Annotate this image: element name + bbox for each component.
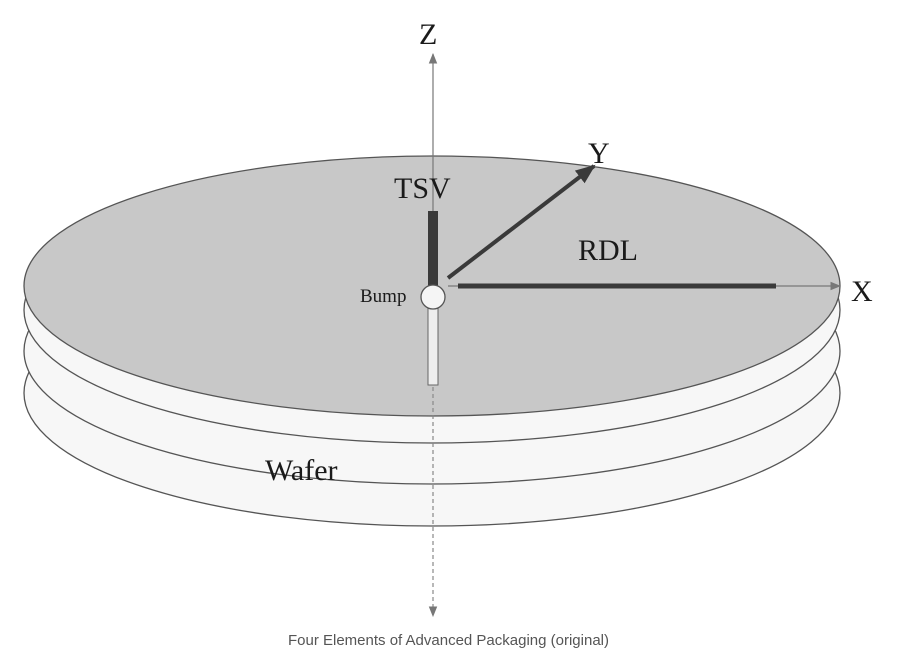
bump-label: Bump bbox=[360, 286, 406, 307]
tsv-via bbox=[428, 211, 438, 287]
tsv-label: TSV bbox=[394, 172, 451, 205]
y-axis-label: Y bbox=[588, 137, 610, 170]
figure-caption: Four Elements of Advanced Packaging (ori… bbox=[287, 632, 609, 649]
tsv-lower-via bbox=[427, 304, 439, 386]
x-axis-label: X bbox=[851, 275, 873, 308]
rdl-label: RDL bbox=[578, 234, 638, 267]
z-axis-label: Z bbox=[419, 18, 437, 51]
advanced-packaging-diagram: Z Y X TSV RDL Bump Wafer bbox=[23, 18, 873, 618]
wafer-label: Wafer bbox=[265, 454, 338, 487]
bump-ball bbox=[420, 284, 446, 310]
y-axis-arrow bbox=[446, 164, 596, 280]
